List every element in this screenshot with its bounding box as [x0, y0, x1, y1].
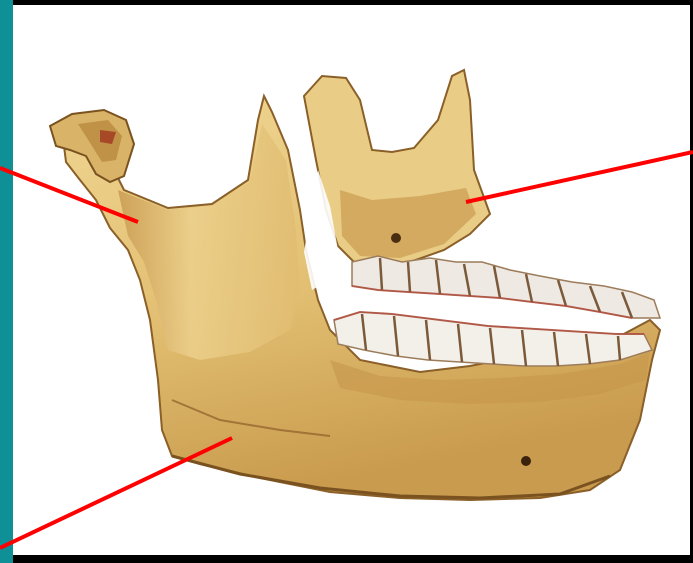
- mental-foramen: [521, 456, 531, 466]
- maxilla-foramen: [391, 233, 401, 243]
- left-accent-border: [0, 0, 13, 563]
